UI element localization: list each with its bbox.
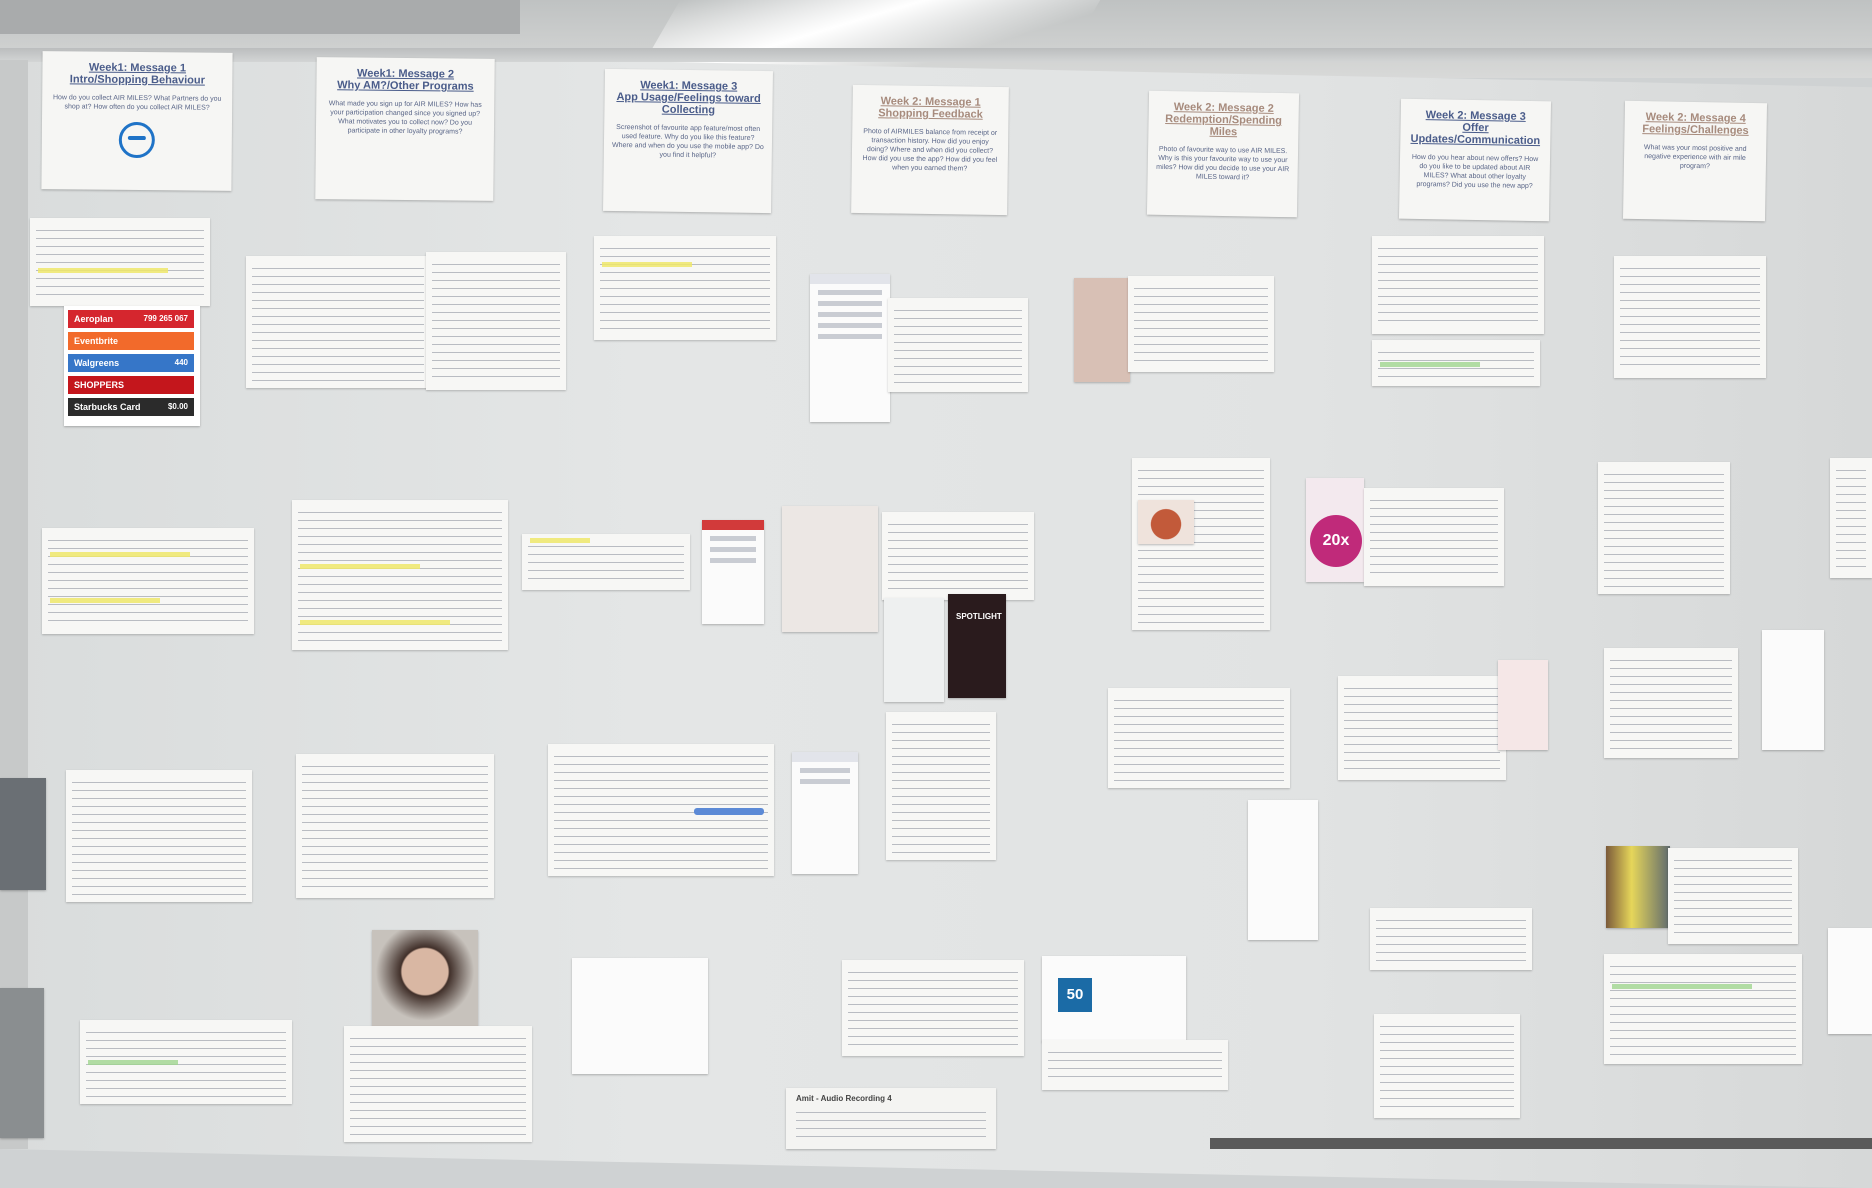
app-screenshot	[1762, 630, 1824, 750]
board-frame-left	[0, 60, 28, 1149]
participant-note	[1370, 908, 1532, 970]
participant-selfie	[372, 930, 478, 1034]
office-photo	[0, 778, 46, 890]
loyalty-card: Starbucks Card$0.00	[68, 398, 194, 416]
header-subtitle: Offer Updates/Communication	[1410, 121, 1541, 148]
participant-note	[42, 528, 254, 634]
participant-note	[1614, 256, 1766, 378]
app-screenshot	[572, 958, 708, 1074]
participant-note	[1132, 458, 1270, 630]
offer-screenshot	[1498, 660, 1548, 750]
airmiles-logo-icon	[118, 121, 155, 159]
header-subtitle: App Usage/Feelings toward Collecting	[616, 90, 761, 117]
app-screenshot	[1074, 278, 1130, 382]
participant-note	[1668, 848, 1798, 944]
header-week1-message3: Week1: Message 3 App Usage/Feelings towa…	[603, 68, 773, 214]
participant-note	[296, 754, 494, 898]
header-questions: Photo of AIRMILES balance from receipt o…	[862, 128, 998, 173]
participant-note	[426, 252, 566, 390]
header-week2-message3: Week 2: Message 3 Offer Updates/Communic…	[1398, 98, 1552, 222]
header-subtitle: Redemption/Spending Miles	[1165, 112, 1283, 139]
header-week1-message2: Week1: Message 2 Why AM?/Other Programs …	[315, 57, 495, 201]
header-week2-message4: Week 2: Message 4 Feelings/Challenges Wh…	[1622, 100, 1768, 222]
participant-note	[1604, 648, 1738, 758]
header-subtitle: Why AM?/Other Programs	[337, 79, 474, 93]
header-questions: Screenshot of favourite app feature/most…	[611, 123, 764, 160]
participant-note	[842, 960, 1024, 1056]
participant-note	[522, 534, 690, 590]
participant-note	[1374, 1014, 1520, 1118]
app-screenshot	[810, 274, 890, 422]
participant-note	[1338, 676, 1506, 780]
header-subtitle: Shopping Feedback	[878, 107, 983, 121]
header-questions: What was your most positive and negative…	[1643, 144, 1747, 171]
header-questions: What made you sign up for AIR MILES? How…	[328, 100, 482, 136]
participant-note	[888, 298, 1028, 392]
participant-note	[1604, 954, 1802, 1064]
participant-note	[1042, 1040, 1228, 1090]
header-questions: Photo of favourite way to use AIR MILES.…	[1156, 145, 1290, 182]
subway-photo	[1606, 846, 1670, 928]
header-questions: How do you hear about new offers? How do…	[1411, 153, 1539, 191]
participant-note	[66, 770, 252, 902]
app-screenshot	[792, 752, 858, 874]
participant-note	[882, 512, 1034, 600]
spotlight-screenshot: SPOTLIGHT	[948, 594, 1006, 698]
cake-photo	[1138, 500, 1194, 544]
loyalty-card: SHOPPERS	[68, 376, 194, 394]
twenty-x-badge: 20x	[1310, 515, 1362, 567]
ceiling-beam	[0, 0, 520, 34]
participant-note	[1372, 340, 1540, 386]
fifty-miles-badge: 50	[1058, 978, 1092, 1012]
board-rail	[0, 48, 1872, 62]
header-questions: How do you collect AIR MILES? What Partn…	[52, 94, 222, 112]
office-photo	[0, 988, 44, 1138]
participant-note	[886, 712, 996, 860]
participant-note	[1364, 488, 1504, 586]
header-week1-message1: Week1: Message 1 Intro/Shopping Behaviou…	[41, 51, 233, 191]
participant-note	[1128, 276, 1274, 372]
header-subtitle: Intro/Shopping Behaviour	[69, 73, 205, 87]
floor-strip	[1210, 1138, 1872, 1149]
app-screenshot	[1248, 800, 1318, 940]
participant-note	[1372, 236, 1544, 334]
participant-note	[292, 500, 508, 650]
participant-note	[548, 744, 774, 876]
loyalty-card: Eventbrite	[68, 332, 194, 350]
spotlight-label: SPOTLIGHT	[956, 612, 1002, 621]
app-screenshot	[1828, 928, 1872, 1034]
header-week2-message2: Week 2: Message 2 Redemption/Spending Mi…	[1146, 90, 1300, 218]
participant-note	[1108, 688, 1290, 788]
participant-note	[30, 218, 210, 306]
app-screenshot	[884, 598, 944, 702]
participant-note	[344, 1026, 532, 1142]
participant-note	[246, 256, 430, 388]
participant-note	[80, 1020, 292, 1104]
participant-note	[1830, 458, 1872, 578]
receipt-photo	[782, 506, 878, 632]
app-screenshot	[702, 520, 764, 624]
audio-recording-title: Amit - Audio Recording 4	[796, 1094, 892, 1103]
header-week2-message1: Week 2: Message 1 Shopping Feedback Phot…	[851, 84, 1009, 216]
audio-recording-note: Amit - Audio Recording 4	[786, 1088, 996, 1149]
participant-note	[1598, 462, 1730, 594]
header-subtitle: Feelings/Challenges	[1642, 123, 1749, 137]
participant-note	[594, 236, 776, 340]
